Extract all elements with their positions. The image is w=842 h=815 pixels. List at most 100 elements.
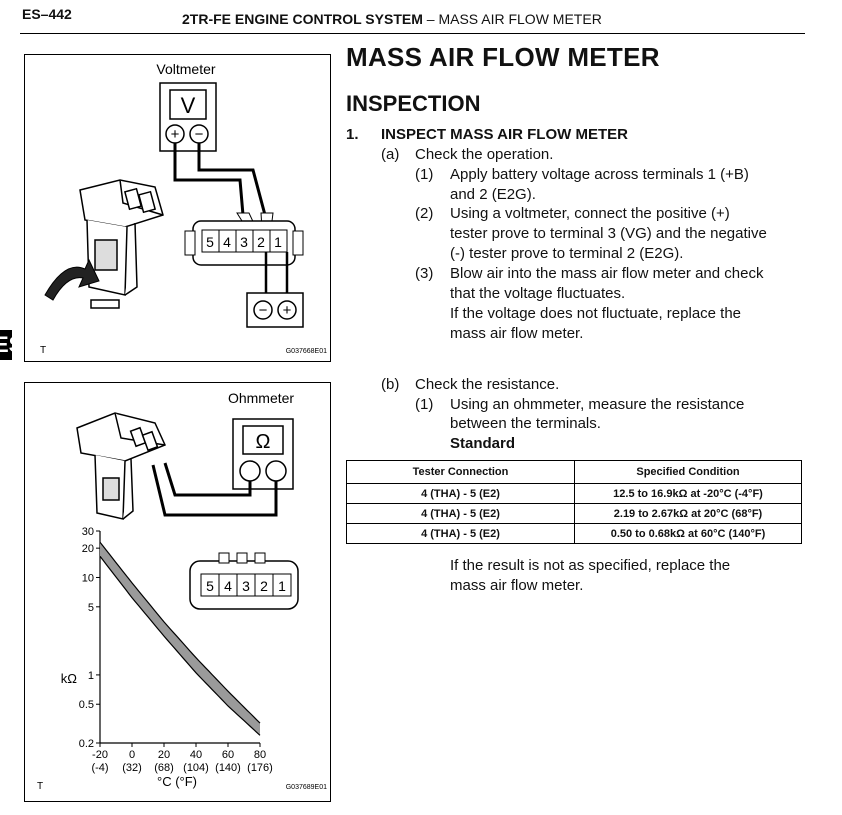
battery-minus-terminal — [253, 300, 273, 320]
mass-air-flow-meter-sketch — [76, 412, 167, 520]
substep-b1-label: (1) — [415, 396, 434, 413]
x-tick-label: -20 — [92, 749, 108, 761]
table-cell: 4 (THA) - 5 (E2) — [346, 523, 575, 544]
y-tick-label: 20 — [82, 543, 94, 555]
x-tick-label-fahrenheit: (104) — [183, 762, 209, 774]
pin-label: 2 — [260, 578, 268, 594]
corner-mark: T — [40, 345, 46, 356]
substep-a1-label: (1) — [415, 166, 434, 183]
battery-minus-sign: − — [259, 302, 268, 319]
airflow-arrow-icon — [44, 258, 100, 301]
table-header: Specified Condition — [574, 460, 802, 484]
figure-ohmmeter: Ohmmeter Ω 5 4 3 2 — [24, 382, 331, 802]
ohmmeter-display — [242, 425, 284, 455]
voltmeter-label: Voltmeter — [156, 61, 215, 77]
header-rule — [20, 33, 805, 34]
connector-key — [218, 552, 230, 564]
figure-code: G037689E01 — [286, 784, 327, 791]
table-cell: 4 (THA) - 5 (E2) — [346, 503, 575, 524]
header-separator: – — [426, 11, 435, 27]
substep-b1-line: Using an ohmmeter, measure the resistanc… — [450, 396, 745, 413]
table-cell: 2.19 to 2.67kΩ at 20°C (68°F) — [574, 503, 802, 524]
battery-plus-terminal — [277, 300, 297, 320]
ohmmeter-lead-a — [163, 462, 252, 497]
table-row: 4 (THA) - 5 (E2) 12.5 to 16.9kΩ at -20°C… — [346, 483, 802, 504]
ohmmeter-diagram: Ohmmeter Ω 5 4 3 2 — [37, 390, 327, 792]
pin-label: 3 — [242, 578, 250, 594]
ohmmeter-label: Ohmmeter — [228, 390, 294, 406]
pin-label: 4 — [223, 234, 231, 250]
substep-a3-label: (3) — [415, 265, 434, 282]
connector-latch-right — [292, 230, 304, 256]
pin-label: 1 — [274, 234, 282, 250]
table-header-row: Tester Connection Specified Condition — [346, 460, 802, 484]
pin-label: 4 — [224, 578, 232, 594]
ohmmeter-jack-right — [265, 460, 287, 482]
substep-a2-line: tester prove to terminal 3 (VG) and the … — [450, 225, 767, 242]
substep-a2-label: (2) — [415, 205, 434, 222]
x-tick-label: 0 — [129, 749, 135, 761]
voltmeter-symbol: V — [181, 93, 196, 118]
substep-a3-line: If the voltage does not fluctuate, repla… — [450, 305, 742, 322]
x-tick-label-fahrenheit: (32) — [122, 762, 142, 774]
table-cell: 12.5 to 16.9kΩ at -20°C (-4°F) — [574, 483, 802, 504]
figure-voltmeter: Voltmeter V + − 5 4 3 2 1 — [24, 54, 331, 362]
voltmeter-minus-sign: − — [195, 126, 204, 143]
table-header: Tester Connection — [346, 460, 575, 484]
table-row: 4 (THA) - 5 (E2) 0.50 to 0.68kΩ at 60°C … — [346, 523, 802, 544]
x-tick-label-fahrenheit: (-4) — [91, 762, 108, 774]
substep-a1-line: and 2 (E2G). — [450, 186, 536, 203]
voltmeter-display — [169, 89, 207, 120]
x-tick-label: 80 — [254, 749, 266, 761]
y-axis-label: kΩ — [61, 671, 78, 686]
y-tick-label: 5 — [88, 602, 94, 614]
specification-table: Tester Connection Specified Condition 4 … — [346, 460, 802, 544]
pin-label: 3 — [240, 234, 248, 250]
battery-plus-sign: + — [283, 302, 292, 319]
y-tick-label: 0.2 — [79, 738, 94, 750]
table-cell: 0.50 to 0.68kΩ at 60°C (140°F) — [574, 523, 802, 544]
connector-pins: 5 4 3 2 1 — [201, 229, 288, 253]
pin-label: 2 — [257, 234, 265, 250]
substep-a3-line: that the voltage fluctuates. — [450, 285, 626, 302]
ohmmeter-lead-b — [151, 464, 278, 517]
header-section: MASS AIR FLOW METER — [438, 11, 602, 27]
connector-key — [236, 552, 248, 564]
upper-limit-curve — [99, 541, 261, 724]
table-row: 4 (THA) - 5 (E2) 2.19 to 2.67kΩ at 20°C … — [346, 503, 802, 524]
x-tick-label-fahrenheit: (176) — [247, 762, 273, 774]
y-tick-label: 30 — [82, 526, 94, 538]
page-number: ES–442 — [22, 6, 72, 22]
standard-label: Standard — [450, 435, 516, 452]
section-subtitle: INSPECTION — [346, 91, 481, 116]
substep-a3-line: Blow air into the mass air flow meter an… — [450, 265, 764, 282]
mass-air-flow-meter-sketch — [79, 179, 164, 309]
pin-label: 5 — [206, 234, 214, 250]
x-axis-label: °C (°F) — [157, 774, 197, 789]
substep-a-label: (a) — [381, 146, 400, 163]
y-tick-label: 10 — [82, 572, 94, 584]
substep-a-text: Check the operation. — [415, 146, 554, 163]
voltmeter-plus-sign: + — [171, 126, 180, 143]
page-title: MASS AIR FLOW METER — [346, 42, 660, 72]
result-line: If the result is not as specified, repla… — [450, 557, 731, 574]
page-header: 2TR-FE ENGINE CONTROL SYSTEM – MASS AIR … — [182, 11, 602, 27]
substep-a2-line: (-) tester prove to terminal 2 (E2G). — [450, 245, 684, 262]
x-tick-label: 60 — [222, 749, 234, 761]
ohmmeter-jack-left — [239, 460, 261, 482]
table-cell: 4 (THA) - 5 (E2) — [346, 483, 575, 504]
x-tick-label-fahrenheit: (68) — [154, 762, 174, 774]
substep-b1-line: between the terminals. — [450, 415, 601, 432]
substep-a1-line: Apply battery voltage across terminals 1… — [450, 166, 749, 183]
step-number: 1. — [346, 126, 359, 143]
corner-mark: T — [37, 781, 43, 792]
side-tab: ES — [0, 330, 12, 360]
y-tick-label: 1 — [88, 670, 94, 682]
substep-b-label: (b) — [381, 376, 400, 393]
pin-label: 5 — [206, 578, 214, 594]
substep-a2-line: Using a voltmeter, connect the positive … — [450, 205, 730, 222]
substep-b-text: Check the resistance. — [415, 376, 560, 393]
voltmeter-positive-lead — [173, 143, 245, 216]
voltmeter-diagram: Voltmeter V + − 5 4 3 2 1 — [40, 61, 327, 356]
